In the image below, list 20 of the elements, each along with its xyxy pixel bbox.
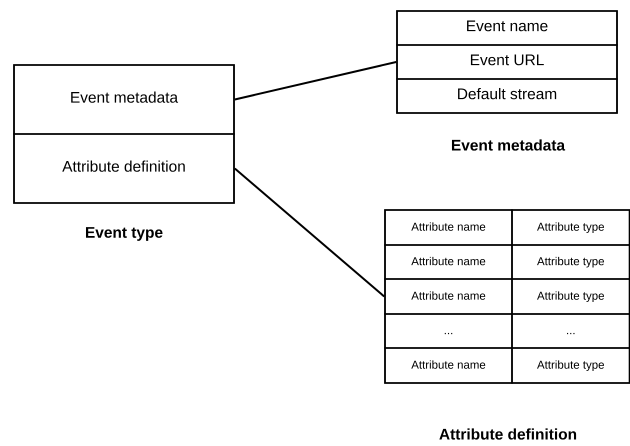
table-cell: Attribute name <box>384 347 513 384</box>
table-cell: Attribute name <box>384 244 513 280</box>
table-cell: Attribute type <box>511 278 630 315</box>
table-cell: Attribute name <box>384 278 513 315</box>
table-row: Event metadata <box>13 64 235 135</box>
table-row: Event name <box>396 10 618 46</box>
table-cell: Attribute type <box>511 209 630 246</box>
table-title: Attribute definition <box>439 428 576 440</box>
table-row: Event URL <box>396 44 618 80</box>
connector-line <box>234 61 396 100</box>
table-cell: Attribute name <box>384 209 513 246</box>
table-cell: ... <box>511 313 630 349</box>
table-title: Event metadata <box>452 139 566 151</box>
table-cell: ... <box>384 313 513 349</box>
table-row: Attribute definition <box>13 133 235 204</box>
table-cell: Attribute type <box>511 244 630 280</box>
connector-line <box>234 168 385 298</box>
table-row: Default stream <box>396 78 618 114</box>
table-title: Event type <box>86 227 162 241</box>
table-cell: Attribute type <box>511 347 630 384</box>
